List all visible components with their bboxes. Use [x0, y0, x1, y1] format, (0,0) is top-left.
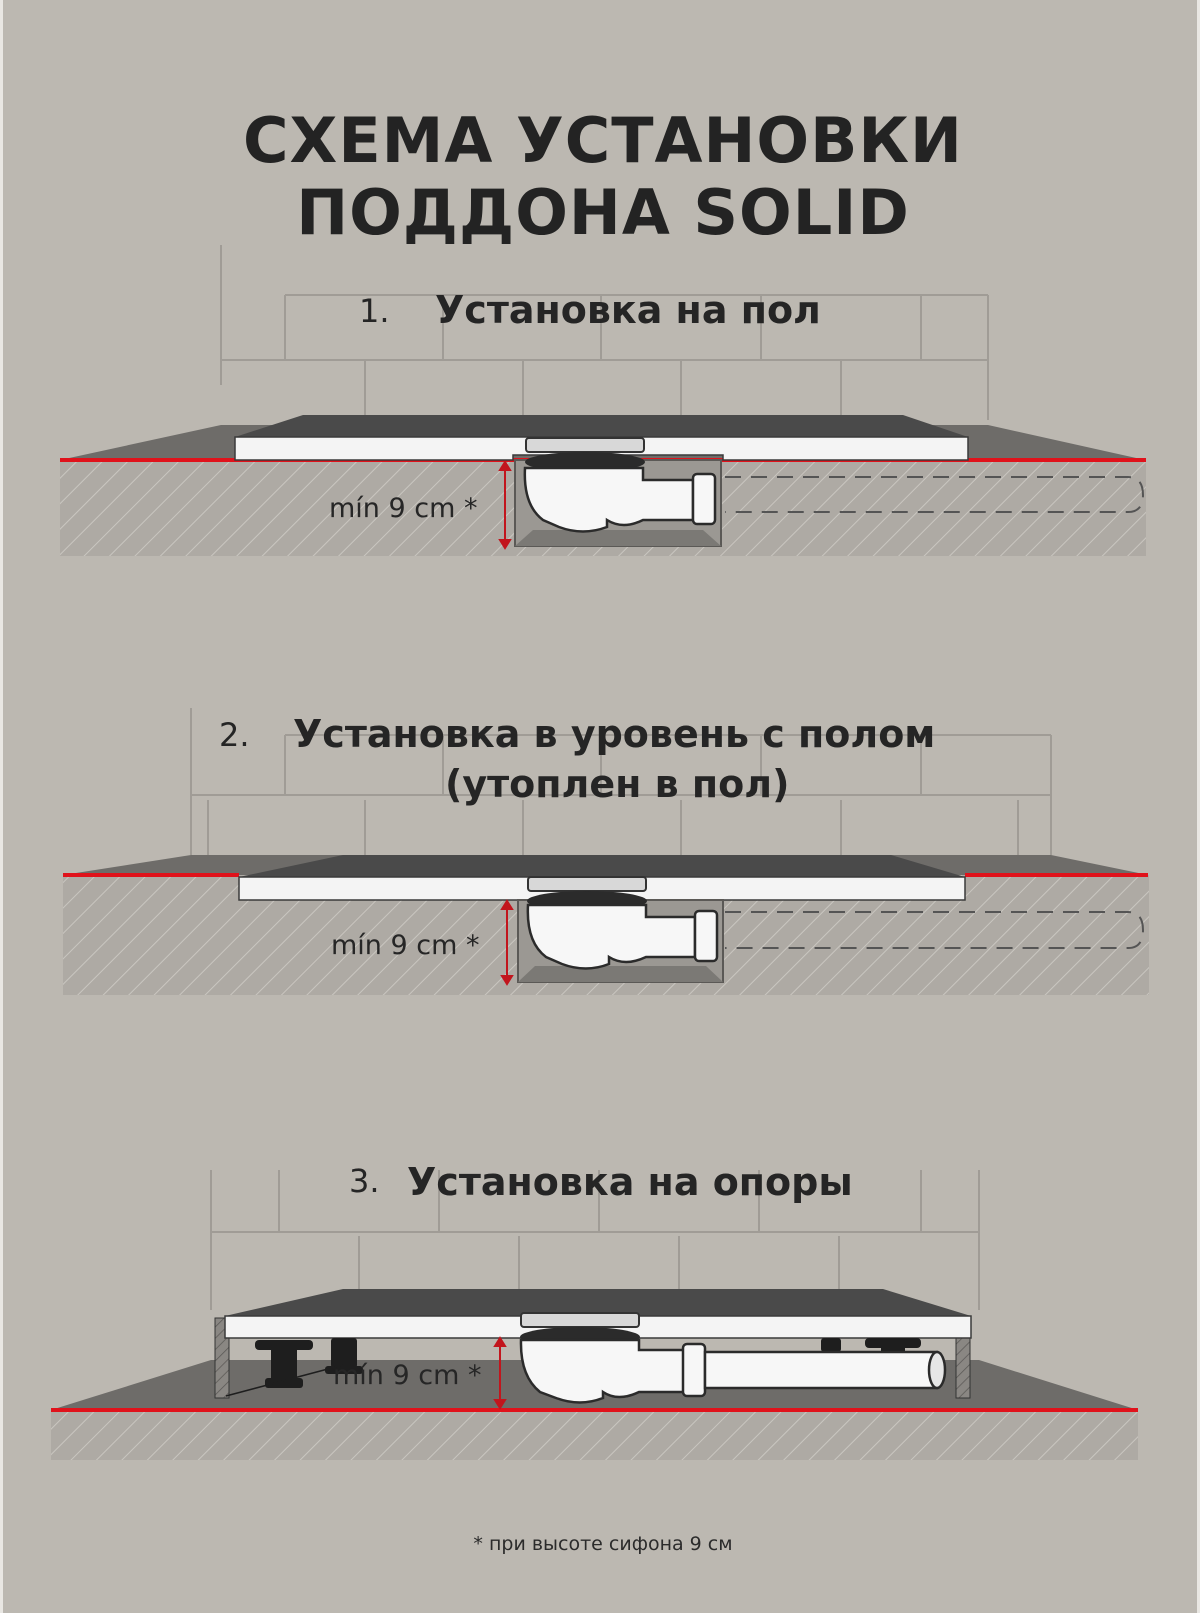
- tray-top-2: [239, 855, 965, 877]
- page-title-line-2: ПОДДОНА SOLID: [296, 176, 910, 249]
- dimension-arrow-1: [498, 460, 512, 550]
- tray-top-1: [235, 415, 968, 437]
- leader-line-3: [225, 1364, 344, 1397]
- section-3-dimension: mín 9 cm *: [333, 1360, 482, 1391]
- section-2-number: 2.: [219, 716, 250, 754]
- section-1-dimension: mín 9 cm *: [329, 493, 478, 524]
- wall-tiles-2: [190, 708, 1052, 855]
- diagram-canvas: [51, 245, 1149, 1460]
- wall-tiles-3: [210, 1170, 980, 1310]
- section-1-title: Установка на пол: [435, 288, 821, 332]
- section-2-dimension: mín 9 cm *: [331, 930, 480, 961]
- section-3-number: 3.: [349, 1162, 380, 1200]
- section-3-title: Установка на опоры: [407, 1160, 853, 1204]
- section-1-diagram: [60, 245, 1146, 556]
- dimension-arrow-3: [493, 1336, 507, 1410]
- section-3-diagram: [51, 1170, 1138, 1460]
- siphon-1: [523, 437, 717, 533]
- page-title-line-1: СХЕМА УСТАНОВКИ: [243, 104, 963, 177]
- footnote: * при высоте сифона 9 см: [473, 1533, 733, 1555]
- section-2-diagram: [63, 708, 1149, 995]
- support-leg: [255, 1340, 313, 1388]
- floor-block-3: [51, 1410, 1138, 1460]
- pipe-channel-2: [725, 911, 1145, 949]
- wall-tiles-1: [220, 245, 989, 420]
- support-leg: [821, 1338, 841, 1352]
- siphon-2: [526, 876, 719, 970]
- section-2-title-line-2: (утоплен в пол): [445, 762, 790, 806]
- dimension-arrow-2: [500, 899, 514, 986]
- section-1-number: 1.: [359, 292, 390, 330]
- pipe-channel-1: [725, 476, 1145, 513]
- tray-top-3: [225, 1289, 971, 1316]
- siphon-3: [519, 1312, 947, 1404]
- section-2-title-line-1: Установка в уровень с полом: [293, 712, 936, 756]
